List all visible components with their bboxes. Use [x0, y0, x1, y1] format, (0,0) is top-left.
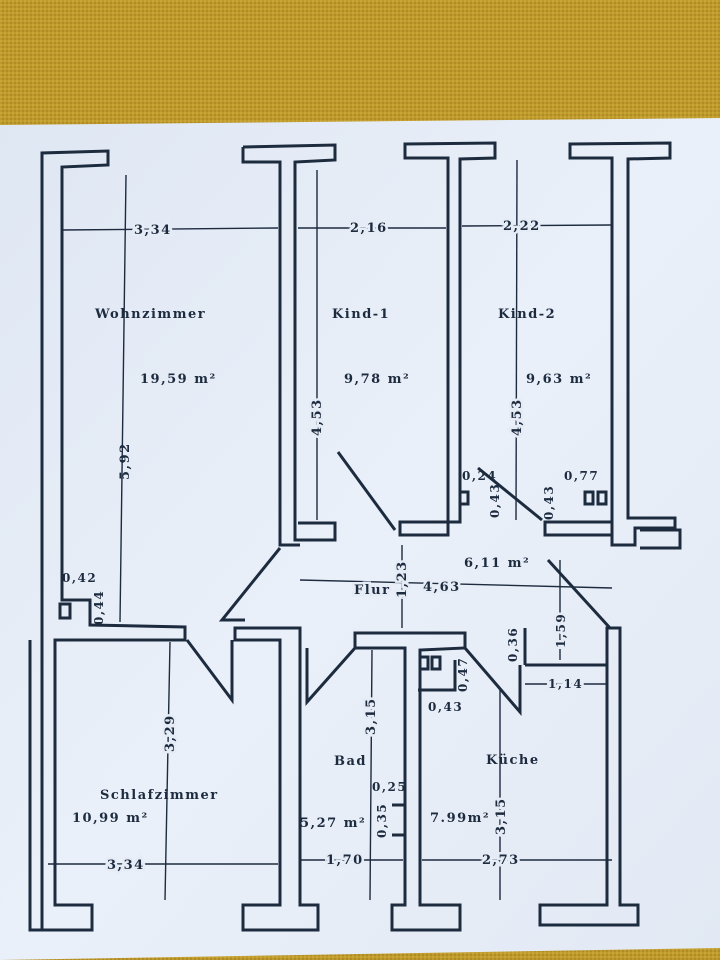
schlafzimmer-area: 10,99 m² — [72, 811, 149, 826]
kind2-name: Kind-2 — [498, 307, 556, 322]
shaft-k1-width: 0,24 — [462, 469, 497, 483]
nook-width: 1,14 — [548, 677, 583, 691]
nook-depth: 1,59 — [554, 613, 568, 648]
wohnzimmer-room: Wohnzimmer 19,59 m² 3,34 5,92 — [94, 221, 217, 481]
detail-dimensions: 0,42 0,44 0,24 0,43 0,43 0,77 1,59 0,36 … — [62, 469, 599, 838]
shaft-k1-depth: 0,43 — [488, 483, 502, 518]
wohnzimmer-length: 5,92 — [118, 442, 133, 480]
schlafzimmer-length: 3,29 — [163, 714, 178, 752]
wohnzimmer-name: Wohnzimmer — [94, 307, 206, 322]
kind1-width: 2,16 — [350, 221, 388, 236]
kind2-room: Kind-2 9,63 m² 2,22 4,53 — [498, 217, 592, 439]
bad-name: Bad — [334, 754, 367, 769]
kueche-width: 2,73 — [482, 853, 520, 868]
bad-niche-depth: 0,35 — [375, 803, 389, 838]
kind1-name: Kind-1 — [332, 307, 390, 322]
kueche-area: 7.99m² — [430, 811, 490, 826]
flur-name: Flur — [354, 583, 390, 598]
flur-area: 6,11 m² — [464, 556, 530, 571]
walls — [28, 141, 682, 932]
dimension-lines — [48, 159, 613, 901]
kind1-length: 4,53 — [310, 398, 325, 436]
kueche-room: Küche 7.99m² 2,73 3,15 — [430, 753, 540, 871]
schlafzimmer-room: Schlafzimmer 10,99 m² 3,34 3,29 — [72, 712, 219, 876]
flur-width: 4,63 — [423, 580, 461, 595]
nook-depth-2: 0,36 — [506, 627, 520, 662]
schlafzimmer-name: Schlafzimmer — [100, 788, 219, 803]
wohnzimmer-area: 19,59 m² — [140, 372, 217, 387]
bad-length: 3,15 — [364, 697, 379, 735]
paper-sheet — [0, 118, 720, 960]
wohnzimmer-width: 3,34 — [134, 223, 172, 238]
shaft-wz-width: 0,42 — [62, 571, 97, 585]
bad-shaft-width: 0,43 — [428, 700, 463, 714]
bad-shaft-depth: 0,47 — [456, 657, 470, 692]
bad-width: 1,70 — [326, 853, 364, 868]
bad-room: Bad 5,27 m² 1,70 3,15 — [300, 695, 382, 871]
kind1-room: Kind-1 9,78 m² 2,16 4,53 — [308, 219, 410, 439]
shaft-k2-depth: 0,43 — [542, 485, 556, 520]
shaft-wz-depth: 0,44 — [92, 590, 106, 625]
kind2-length: 4,53 — [510, 398, 525, 436]
flur-depth: 1,23 — [395, 560, 410, 598]
kueche-length: 3,15 — [494, 797, 509, 835]
schlafzimmer-width: 3,34 — [107, 858, 145, 873]
shaft-k2-width: 0,77 — [564, 469, 599, 483]
kind1-area: 9,78 m² — [344, 372, 410, 387]
flur-room: 6,11 m² Flur 4,63 1,23 — [352, 556, 530, 601]
kueche-name: Küche — [486, 753, 540, 768]
bad-area: 5,27 m² — [300, 816, 366, 831]
kind2-width: 2,22 — [503, 219, 541, 234]
kind2-area: 9,63 m² — [526, 372, 592, 387]
bad-niche-width: 0,25 — [372, 780, 407, 794]
